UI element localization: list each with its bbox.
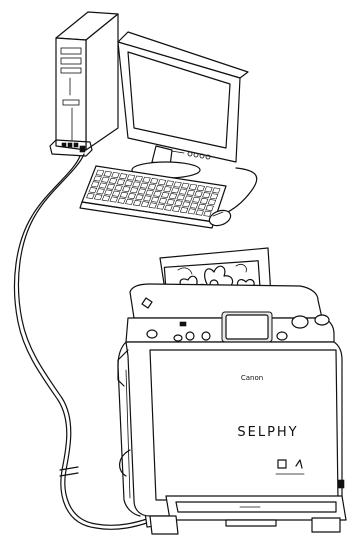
model-name: SELPHY (237, 425, 298, 440)
keyboard-key (208, 199, 216, 204)
monitor (118, 32, 248, 178)
keyboard-key (182, 202, 190, 207)
paper-tray (166, 496, 346, 520)
keyboard-key (210, 194, 218, 199)
keyboard-key (169, 193, 177, 198)
keyboard-key (193, 197, 201, 202)
keyboard-key (167, 199, 175, 204)
keyboard-key (188, 209, 196, 214)
keyboard-key (165, 205, 173, 210)
keyboard-key (213, 188, 221, 193)
keyboard-key (179, 189, 187, 194)
keyboard-key (203, 192, 211, 197)
keyboard-key (172, 206, 180, 211)
keyboard-key (196, 210, 204, 215)
computer-tower (50, 12, 118, 156)
brand-logo: Canon (241, 374, 263, 382)
keyboard-key (174, 182, 182, 187)
keyboard-key (159, 198, 167, 203)
keyboard-key (157, 204, 165, 209)
keyboard-key (198, 204, 206, 209)
keyboard-key (161, 192, 169, 197)
keyboard-key (205, 187, 213, 192)
keyboard-key (185, 196, 193, 201)
keyboard-key (171, 188, 179, 193)
keyboard-key (200, 198, 208, 203)
keyboard-key (181, 183, 189, 188)
keyboard-key (197, 185, 205, 190)
keyboard-key (204, 211, 212, 216)
keyboard-key (175, 200, 183, 205)
keyboard-key (189, 184, 197, 189)
printer: Canon SELPHY (118, 248, 346, 534)
keyboard-key (195, 191, 203, 196)
keyboard (80, 166, 226, 228)
keyboard-key (180, 207, 188, 212)
keyboard-key (187, 190, 195, 195)
keyboard-key (177, 195, 185, 200)
keyboard-key (190, 203, 198, 208)
keyboard-key (206, 205, 214, 210)
